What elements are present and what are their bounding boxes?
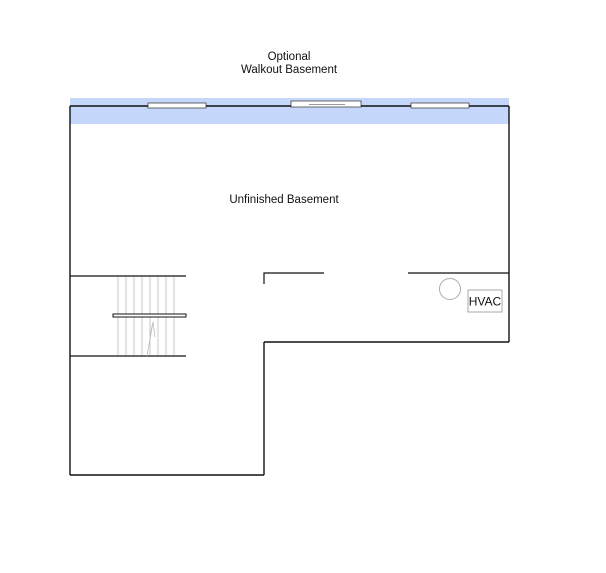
- outer-walls: [69, 105, 510, 476]
- interior-walls: [70, 272, 509, 357]
- hvac-label: HVAC: [469, 295, 502, 309]
- stairs: [112, 277, 187, 357]
- window-left: [147, 102, 207, 109]
- window-right: [410, 102, 470, 109]
- stair-handrail: [112, 313, 187, 318]
- arrow-up-icon: [146, 321, 156, 357]
- plan-title-line-1: Optional: [268, 51, 311, 63]
- hvac-unit: [467, 289, 503, 313]
- sliding-door: [290, 100, 362, 108]
- walkout-band: [70, 98, 509, 124]
- room-label-unfinished-basement: Unfinished Basement: [229, 194, 339, 206]
- water-heater-icon: [439, 278, 461, 300]
- plan-title-line-2: Walkout Basement: [241, 64, 338, 76]
